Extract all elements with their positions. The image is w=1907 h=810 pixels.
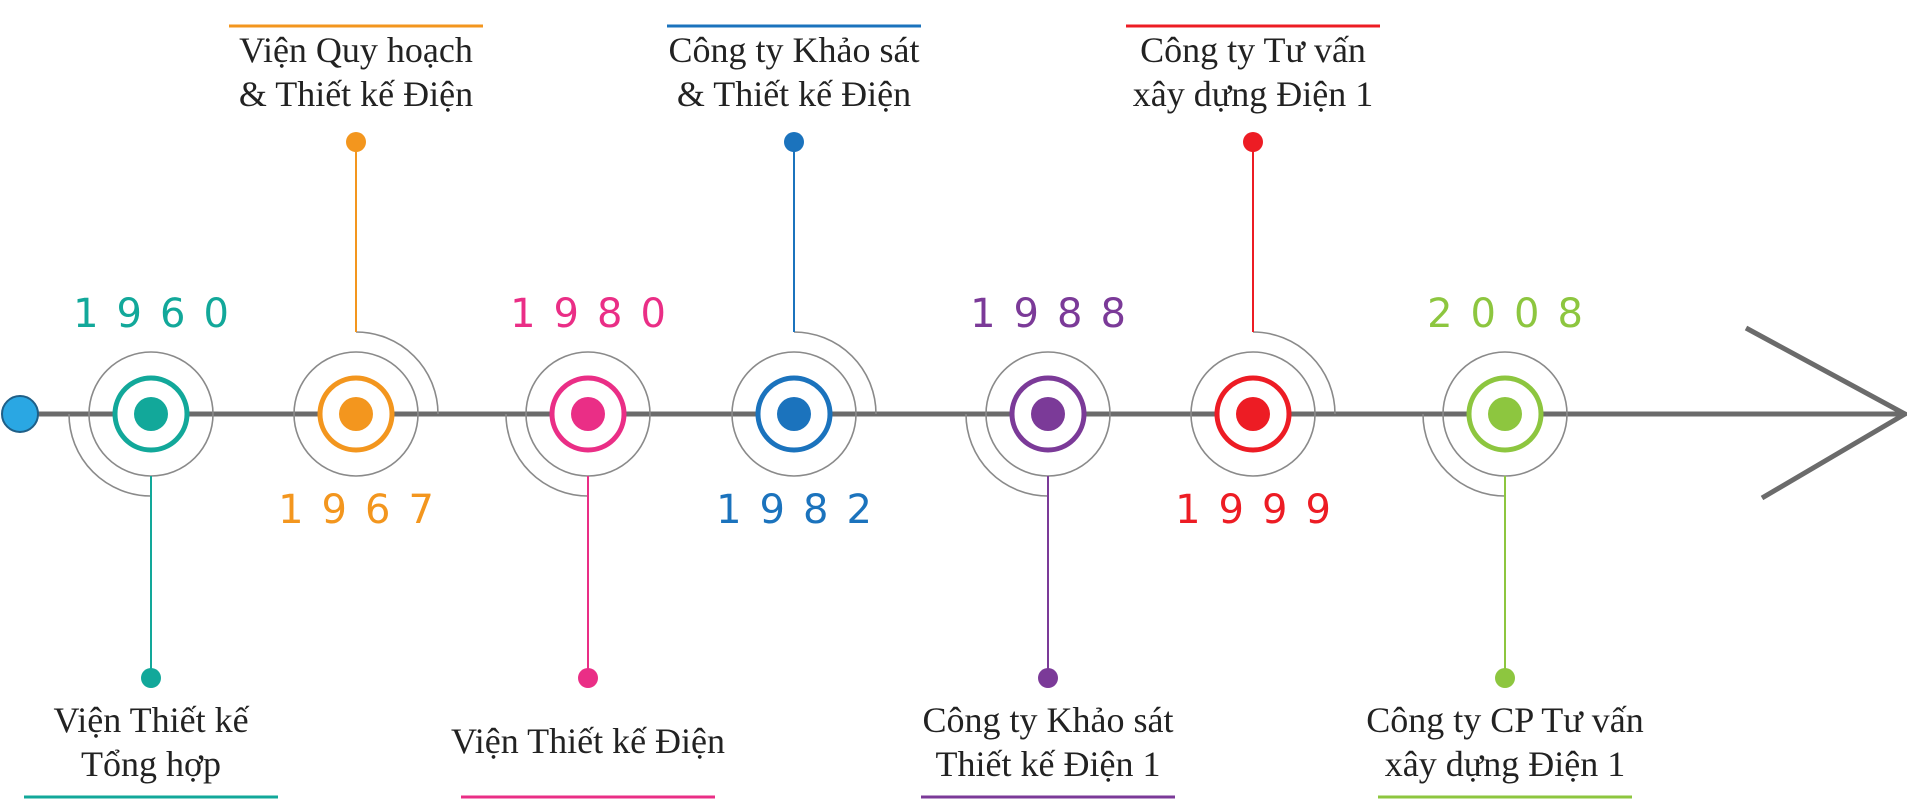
event-name-line: & Thiết kế Điện	[239, 74, 473, 114]
event-name-line: Công ty Khảo sát	[923, 700, 1174, 740]
event-ring-arc	[355, 331, 439, 415]
event-ring-arc	[505, 413, 589, 497]
event-center-dot	[1031, 397, 1065, 431]
event-year-label: 2008	[1427, 291, 1601, 337]
event-ring-inner	[293, 351, 419, 477]
event-name-line: xây dựng Điện 1	[1385, 744, 1625, 784]
event-name-line: Công ty Tư vấn	[1140, 30, 1366, 70]
event-center-dot	[1488, 397, 1522, 431]
event-ring-arc	[1422, 413, 1506, 497]
event-name-line: xây dựng Điện 1	[1133, 74, 1373, 114]
event-name-line: Công ty Khảo sát	[669, 30, 920, 70]
event-year-label: 1980	[510, 291, 684, 337]
event-center-dot	[1236, 397, 1270, 431]
event-ring-arc	[965, 413, 1049, 497]
event-leader-dot	[346, 132, 366, 152]
timeline-event-1982: 1982 Công ty Khảo sát& Thiết kế Điện	[667, 24, 921, 533]
event-leader-dot	[1243, 132, 1263, 152]
event-ring-arc	[1252, 331, 1336, 415]
event-name-line: Thiết kế Điện 1	[936, 744, 1161, 784]
event-center-dot	[571, 397, 605, 431]
event-leader-dot	[578, 668, 598, 688]
event-name-line: & Thiết kế Điện	[677, 74, 911, 114]
event-leader-dot	[1495, 668, 1515, 688]
event-ring-inner	[731, 351, 857, 477]
event-name-line: Công ty CP Tư vấn	[1366, 700, 1644, 740]
timeline-start-dot	[1, 395, 39, 433]
event-ring-inner	[1190, 351, 1316, 477]
event-ring-arc	[793, 331, 877, 415]
event-center-dot	[134, 397, 168, 431]
event-center-dot	[339, 397, 373, 431]
event-year-label: 1999	[1175, 487, 1349, 533]
event-ring-arc	[68, 413, 152, 497]
event-year-label: 1960	[73, 291, 247, 337]
event-name-line: Viện Thiết kế	[53, 700, 249, 740]
event-leader-dot	[1038, 668, 1058, 688]
event-year-label: 1967	[278, 487, 452, 533]
event-leader-dot	[141, 668, 161, 688]
event-name-line: Tổng hợp	[81, 744, 221, 784]
event-leader-dot	[784, 132, 804, 152]
event-name-line: Viện Quy hoạch	[239, 30, 473, 70]
timeline-axis-layer	[1, 325, 1907, 501]
timeline-event-1967: 1967 Viện Quy hoạch& Thiết kế Điện	[229, 24, 483, 533]
event-year-label: 1982	[716, 487, 890, 533]
timeline-arrowhead	[1744, 325, 1907, 501]
event-year-label: 1988	[970, 291, 1144, 337]
event-center-dot	[777, 397, 811, 431]
event-name-line: Viện Thiết kế Điện	[451, 721, 725, 761]
